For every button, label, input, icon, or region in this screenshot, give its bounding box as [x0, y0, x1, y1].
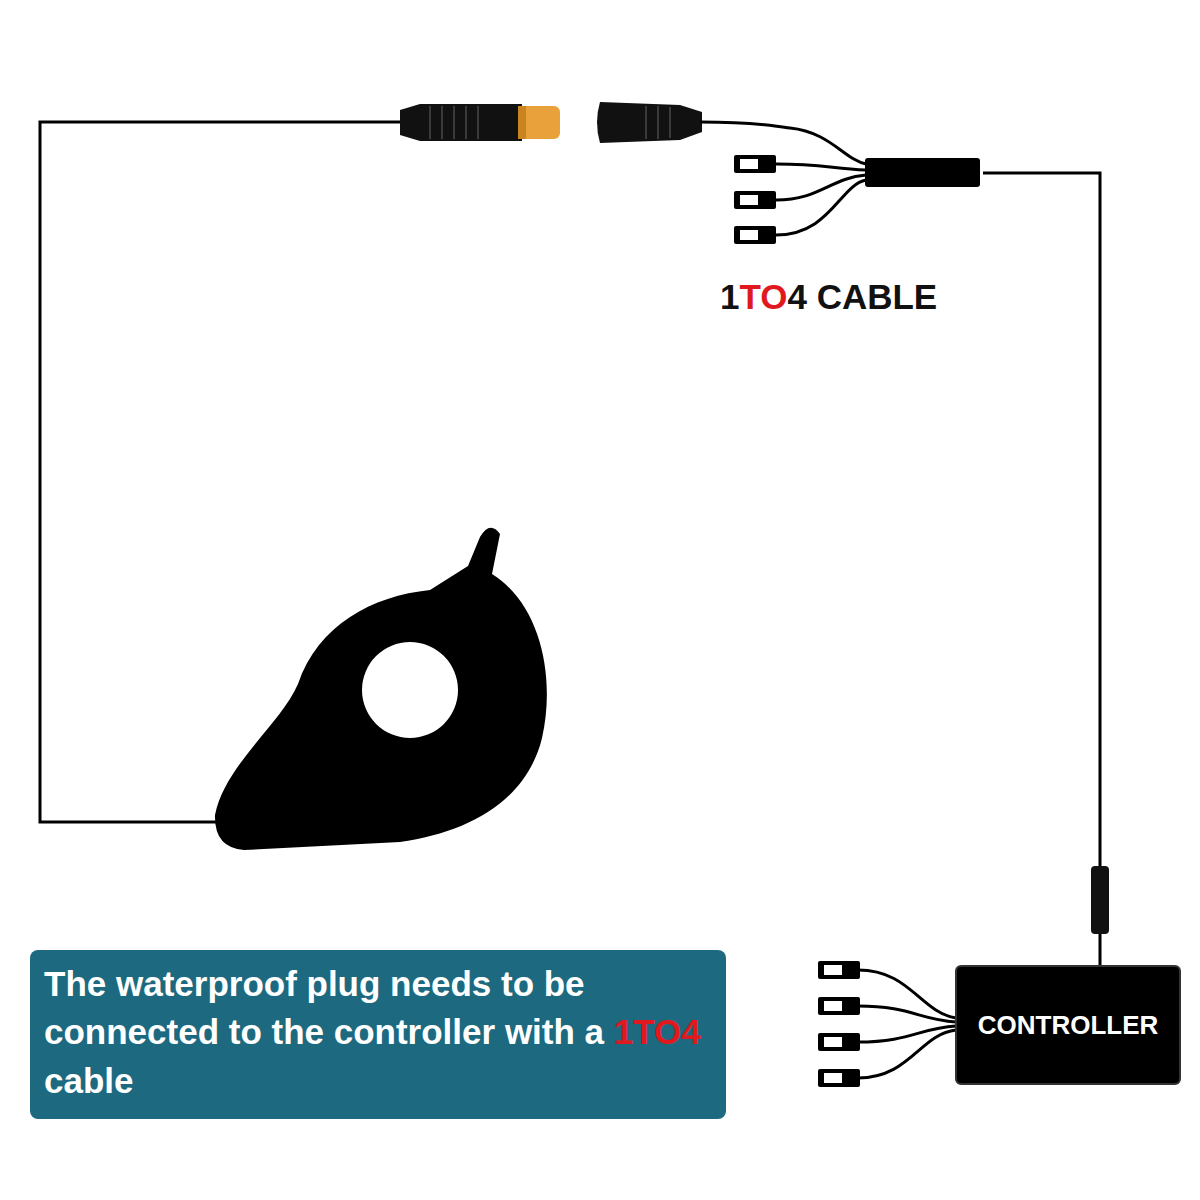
note-text: The waterproof plug needs to be connecte… — [44, 960, 714, 1105]
cable-wire — [983, 173, 1100, 965]
note-box: The waterproof plug needs to be connecte… — [30, 950, 726, 1119]
controller-box: CONTROLLER — [955, 965, 1181, 1085]
controller-label: CONTROLLER — [978, 1010, 1159, 1041]
controller-plug-heads — [818, 961, 860, 1087]
splitter-cable: 1TO4 CABLE — [715, 155, 983, 325]
splitter-plug-heads — [734, 155, 776, 244]
cable-plug-end — [1091, 866, 1109, 934]
controller-plugs — [858, 970, 956, 1078]
splitter-plugs — [776, 164, 866, 235]
thumb-throttle — [215, 528, 547, 850]
splitter-box — [865, 158, 980, 187]
male-waterproof-plug — [400, 104, 560, 141]
female-waterproof-plug — [597, 102, 866, 164]
cable-label: 1TO4 CABLE — [720, 277, 937, 317]
